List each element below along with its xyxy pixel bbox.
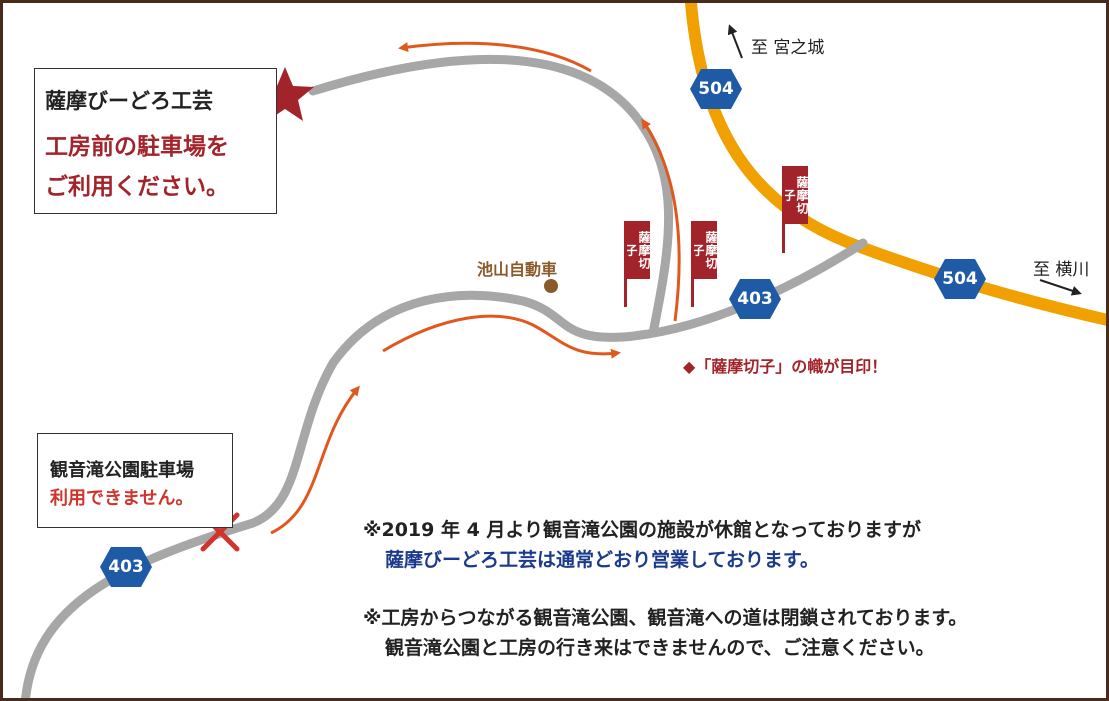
route-shield-504-right: 504 xyxy=(933,258,987,300)
flag-pole-3 xyxy=(782,166,785,253)
route-arrow-3 xyxy=(641,118,681,322)
closed-parking-name: 観音滝公園駐車場 xyxy=(50,460,194,481)
closed-parking-callout: 観音滝公園駐車場 利用できません。 xyxy=(37,433,233,528)
landmark-label: 池山自動車 xyxy=(477,260,558,279)
route-shield-403-middle: 403 xyxy=(728,278,782,320)
direction-yokogawa: 至 横川 xyxy=(1033,260,1090,280)
landmark-dot xyxy=(544,279,558,293)
arrow-yokogawa xyxy=(1039,279,1082,296)
flag-pole-1 xyxy=(624,221,627,307)
note1-line2: 薩摩びーどろ工芸は通常どおり営業しております。 xyxy=(385,549,819,571)
route-shield-403-bottom: 403 xyxy=(99,546,153,588)
parking-instruction-line2: ご利用ください。 xyxy=(45,174,229,200)
route-arrow-2 xyxy=(382,314,621,359)
note2-line1: ※工房からつながる観音滝公園、観音滝への道は閉鎖されております。 xyxy=(363,607,968,629)
flag-2: 薩摩切子 xyxy=(691,221,718,279)
flag-1: 薩摩切子 xyxy=(624,221,651,279)
flag-pole-2 xyxy=(691,221,694,307)
destination-callout: 薩摩びーどろ工芸 工房前の駐車場を ご利用ください。 xyxy=(34,68,277,214)
workshop-access-road xyxy=(308,54,673,338)
flag-landmark-note: ◆「薩摩切子」の幟が目印！ xyxy=(683,357,888,376)
note2-line2: 観音滝公園と工房の行き来はできませんので、ご注意ください。 xyxy=(385,637,935,659)
closed-parking-status: 利用できません。 xyxy=(50,488,194,509)
parking-instruction-line1: 工房前の駐車場を xyxy=(45,134,229,160)
direction-miyanojo: 至 宮之城 xyxy=(751,38,825,58)
flag-3: 薩摩切子 xyxy=(782,166,809,224)
destination-name: 薩摩びーどろ工芸 xyxy=(45,89,213,113)
route-403-road xyxy=(21,238,868,698)
note1-line1: ※2019 年 4 月より観音滝公園の施設が休館となっておりますが xyxy=(363,519,921,541)
route-shield-504-top: 504 xyxy=(689,68,743,110)
route-arrow-1 xyxy=(270,385,360,535)
arrow-miyanojo xyxy=(727,24,743,59)
route-arrow-4 xyxy=(398,41,592,73)
